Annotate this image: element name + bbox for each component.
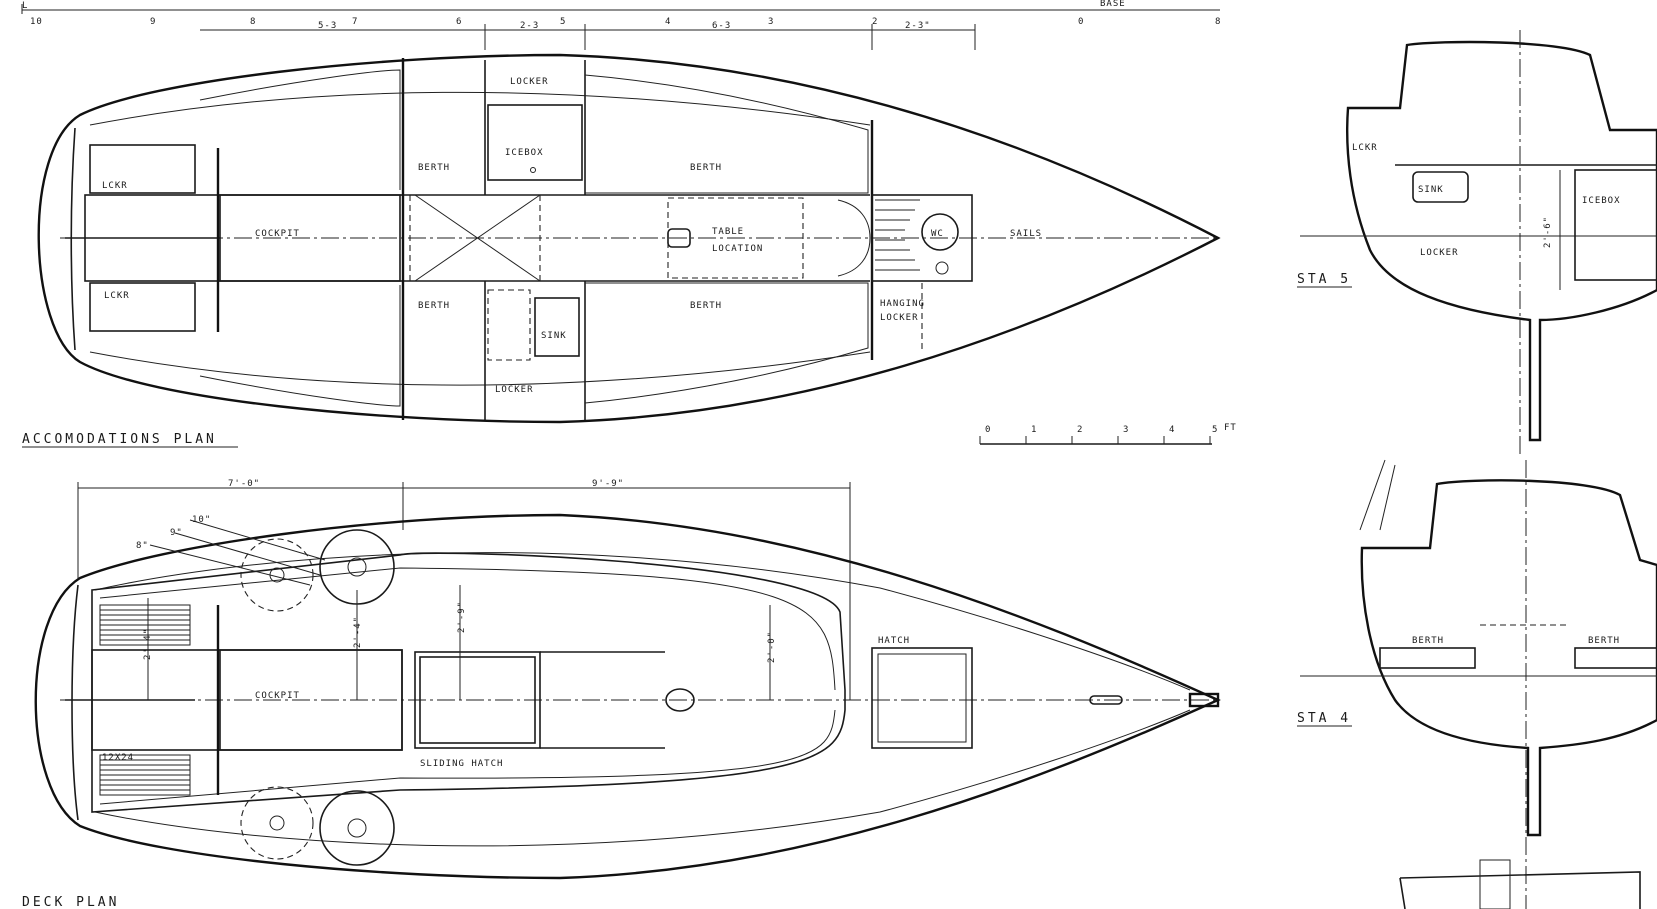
scale-3: 3 [1123,425,1129,435]
station-4: 4 [665,17,671,27]
dim-w4: 2'-0" [767,631,777,663]
sta5-locker-label: LOCKER [1420,248,1459,258]
grate-lower [99,754,191,796]
station-8: 8 [250,17,256,27]
winch-stbd-aft [240,786,314,860]
svg-text:L: L [22,1,28,11]
station-9: 9 [150,17,156,27]
station-6: 6 [456,17,462,27]
location-label: LOCATION [712,244,763,254]
berth-stbd-fwd-label: BERTH [690,301,722,311]
lckr-bottom-label: LCKR [104,291,130,301]
grate-label: 12X24 [102,753,134,763]
deck-plan-title: DECK PLAN [22,895,119,909]
station-3: 3 [768,17,774,27]
section-sta4: BERTH BERTH STA 4 [1297,459,1657,909]
scale-4: 4 [1169,425,1175,435]
sink-label: SINK [541,331,567,341]
sta4-berth-l-label: BERTH [1412,636,1444,646]
station-8b: 8 [1215,17,1221,27]
deck-cockpit-label: COCKPIT [255,691,300,701]
dim-2-3b: 2-3" [905,21,931,31]
sta4-label: STA 4 [1297,711,1351,726]
accommodations-plan: LCKR LCKR COCKPIT LOCKER ICEBOX SINK LOC… [22,53,1237,448]
berth-stbd-aft-label: BERTH [418,301,450,311]
accommodations-plan-title: ACCOMODATIONS PLAN [22,432,217,447]
section-sta5: SINK LCKR LOCKER ICEBOX 2'-6" STA 5 [1297,30,1657,455]
station-5: 5 [560,17,566,27]
sliding-hatch-label: SLIDING HATCH [420,759,503,769]
angle-10: 10" [192,515,211,525]
scale-2: 2 [1077,425,1083,435]
grate-upper [99,604,191,646]
cockpit-label: COCKPIT [255,229,300,239]
hanging-locker-label: LOCKER [880,313,919,323]
deck-dim-fwd: 9'-9" [592,479,624,489]
icebox-label: ICEBOX [505,148,544,158]
winch-port-aft [240,538,314,612]
hatch-label: HATCH [878,636,910,646]
dim-2-3a: 2-3 [520,21,539,31]
deck-plan: 7'-0" 9'-9" 12X [22,479,1221,909]
locker-fwd-label: LOCKER [510,77,549,87]
dim-w3: 2'-9" [457,601,467,633]
station-2: 2 [872,17,878,27]
dim-6-3: 6-3 [712,21,731,31]
sta4-berth-r-label: BERTH [1588,636,1620,646]
scale-5: 5 [1212,425,1218,435]
angle-9: 9" [170,528,183,538]
berth-port-aft-label: BERTH [418,163,450,173]
station-7: 7 [352,17,358,27]
sta5-lckr-label: LCKR [1352,143,1378,153]
winch-stbd-fwd [319,790,395,866]
station-0: 0 [1078,17,1084,27]
station-ruler: L 10 9 8 7 6 5 4 3 2 0 8 BASE 5-3 2-3 6-… [21,0,1221,50]
table-label: TABLE [712,227,744,237]
scale-1: 1 [1031,425,1037,435]
deck-hull-outline [34,513,1221,880]
forward-hatch [871,647,973,749]
sta5-label: STA 5 [1297,272,1351,287]
hanging-label: HANGING [880,299,925,309]
berth-port-fwd-label: BERTH [690,163,722,173]
dim-w2: 2'-4" [353,616,363,648]
sta5-dim: 2'-6" [1543,216,1553,248]
sta5-icebox-label: ICEBOX [1582,196,1621,206]
wc-label: WC [931,229,944,239]
deck-dim-aft: 7'-0" [228,479,260,489]
accom-hull-outline [37,53,1221,424]
station-10: 10 [30,17,43,27]
sails-label: SAILS [1010,229,1042,239]
scale-unit: FT [1224,423,1237,433]
sta5-sink-label: SINK [1418,185,1444,195]
locker-aft-label: LOCKER [495,385,534,395]
dim-5-3: 5-3 [318,21,337,31]
scale-0: 0 [985,425,991,435]
angle-8: 8" [136,541,149,551]
lckr-top-label: LCKR [102,181,128,191]
dim-w1: 2'-4" [143,628,153,660]
base-label: BASE [1100,0,1126,9]
scale-bar: 0 1 2 3 4 5 FT [979,423,1237,445]
